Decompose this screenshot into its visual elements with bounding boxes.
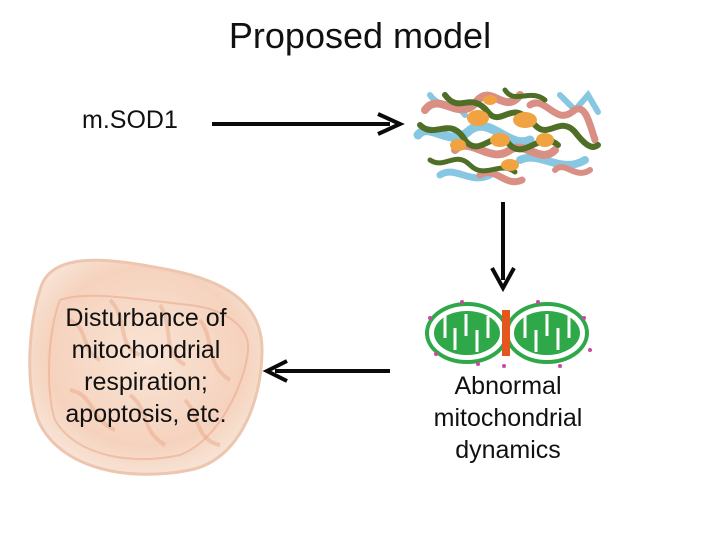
disturbance-line-2: mitochondrial (71, 336, 221, 364)
arrow-mito-to-disturbance (262, 359, 390, 383)
disturbance-line-1: Disturbance of (65, 304, 227, 332)
arrow-msod-to-aggregate (212, 112, 405, 136)
msod1-label: m.SOD1 (82, 106, 178, 134)
disturbance-line-4: apoptosis, etc. (65, 400, 227, 428)
disturbance-label: Disturbance of mitochondrial respiration… (28, 302, 264, 430)
abnormal-line-3: dynamics (455, 436, 561, 464)
page-title: Proposed model (228, 15, 492, 56)
arrow-aggregate-to-mito (490, 202, 516, 293)
abnormal-dynamics-label: Abnormal mitochondrial dynamics (392, 370, 624, 466)
abnormal-line-1: Abnormal (454, 372, 562, 400)
disturbance-line-3: respiration; (84, 368, 208, 396)
abnormal-line-2: mitochondrial (433, 404, 583, 432)
